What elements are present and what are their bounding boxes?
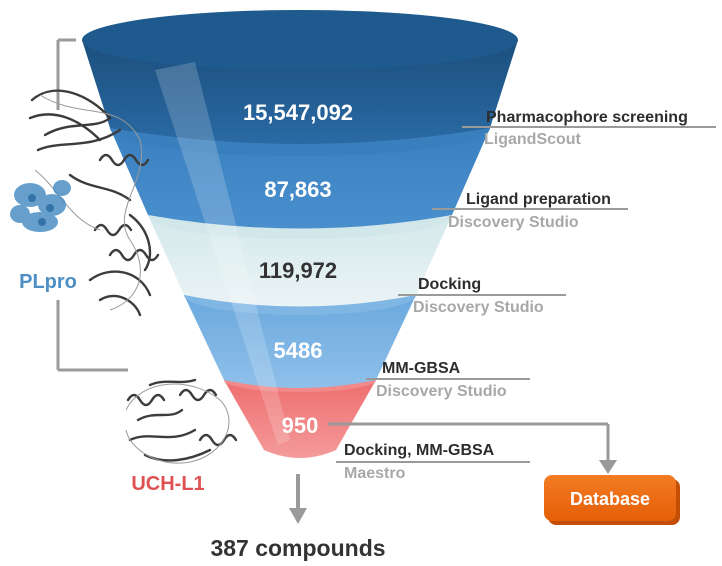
funnel-band-4	[184, 295, 416, 388]
tool-label-2: Discovery Studio	[448, 214, 579, 231]
step-label-4: MM-GBSA	[382, 360, 461, 377]
tool-label-1: LigandScout	[484, 131, 582, 148]
database-arrow	[328, 422, 617, 474]
stage-labels: Pharmacophore screening LigandScout Liga…	[336, 109, 716, 482]
tool-label-4: Discovery Studio	[376, 383, 507, 400]
funnel-highlight	[155, 62, 290, 445]
step-label-2: Ligand preparation	[466, 191, 611, 208]
step-label-3: Docking	[418, 276, 481, 293]
database-box[interactable]: Database	[544, 475, 680, 525]
plpro-structure-image	[10, 89, 160, 317]
result-arrow	[289, 474, 307, 524]
count-stage-4: 5486	[274, 338, 323, 363]
funnel	[82, 10, 518, 458]
database-label: Database	[570, 489, 650, 509]
uchl1-structure-image	[125, 378, 238, 464]
funnel-rim	[82, 10, 518, 70]
count-stage-2: 87,863	[264, 177, 331, 202]
count-stage-1: 15,547,092	[243, 100, 353, 125]
plpro-label: PLpro	[19, 271, 77, 293]
tool-label-3: Discovery Studio	[413, 299, 544, 316]
step-label-5: Docking, MM-GBSA	[344, 442, 495, 459]
tool-label-5: Maestro	[344, 465, 406, 482]
uchl1-label: UCH-L1	[131, 473, 204, 495]
step-label-1: Pharmacophore screening	[486, 109, 688, 126]
count-stage-3: 119,972	[259, 258, 337, 283]
funnel-band-1	[82, 40, 518, 144]
funnel-band-3	[148, 215, 452, 307]
funnel-band-5	[224, 380, 376, 458]
count-stage-5: 950	[282, 413, 319, 438]
funnel-band-2	[110, 128, 490, 229]
result-label: 387 compounds	[210, 535, 385, 561]
stage-counts: 15,547,092 87,863 119,972 5486 950	[243, 100, 353, 438]
plpro-bracket	[56, 38, 128, 372]
